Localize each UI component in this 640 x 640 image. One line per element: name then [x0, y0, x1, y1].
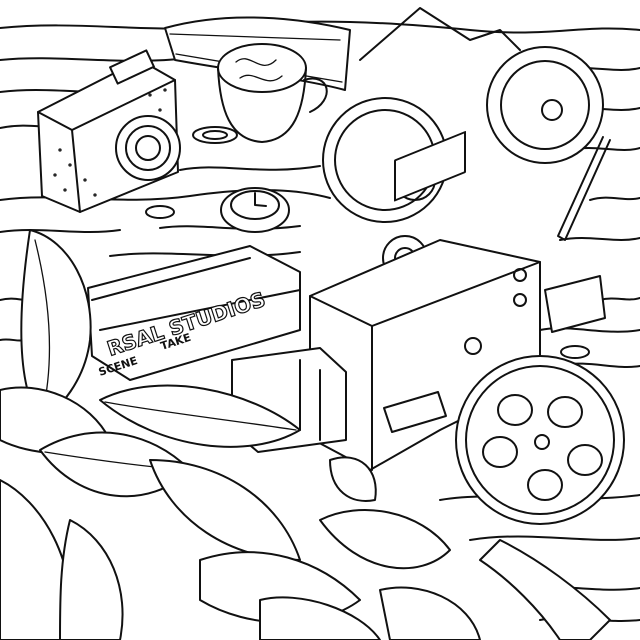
camera-icon: [37, 49, 181, 213]
coffee-cup-icon: [217, 43, 328, 143]
pencil-icon: [557, 136, 611, 241]
movie-projector-icon: [231, 46, 606, 471]
pocket-watch-icon: [220, 187, 290, 233]
leaf-icon: [0, 229, 481, 640]
film-strip-bottom: [479, 539, 611, 640]
film-reel-icon: [455, 355, 625, 525]
mountain-backdrop: [359, 7, 521, 61]
